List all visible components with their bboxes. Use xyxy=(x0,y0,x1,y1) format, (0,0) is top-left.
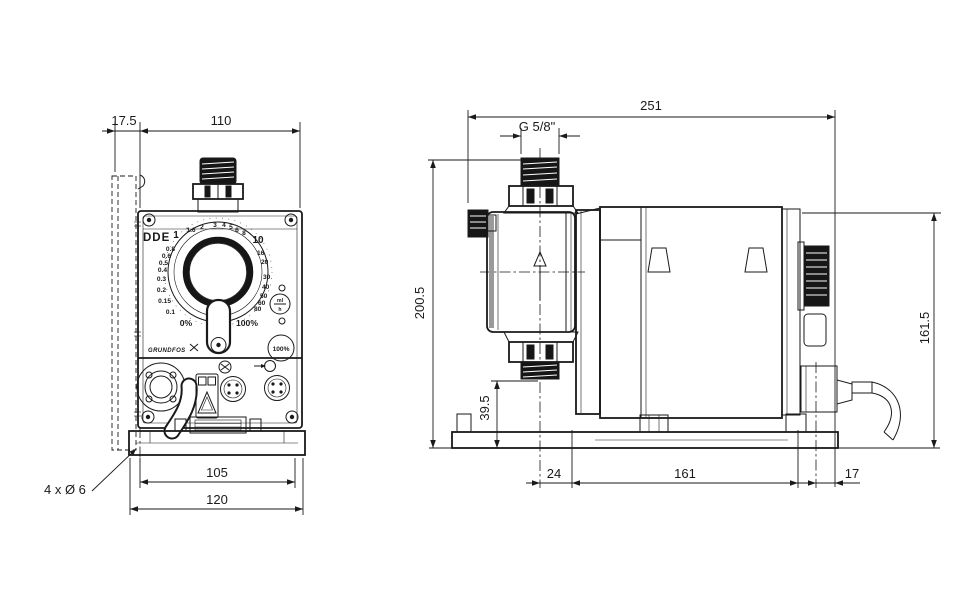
dim-1615: 161.5 xyxy=(802,212,941,448)
mounting-base-front xyxy=(128,427,306,462)
mains-cable-side xyxy=(871,381,901,441)
unit-numerator: ml xyxy=(277,298,284,304)
dial-tick: 1.6 xyxy=(186,227,195,234)
discharge-fitting-front xyxy=(192,157,244,213)
mains-connector xyxy=(136,362,186,412)
dim-2005: 200.5 xyxy=(412,159,521,448)
dim-mounting-holes: 4 x Ø 6 xyxy=(44,482,86,497)
dial-tick: 0.5 xyxy=(159,260,168,267)
dim-front-width: 110 xyxy=(211,113,232,128)
vent-grille xyxy=(174,416,262,434)
mounting-base-side xyxy=(429,413,940,449)
screw-terminal-icon xyxy=(218,360,232,374)
indicator-led xyxy=(278,284,286,292)
dial-tick: 3 xyxy=(213,222,217,229)
dial-tick: 2 xyxy=(200,224,204,231)
external-input-icon xyxy=(254,360,276,372)
dim-base-front: 24 xyxy=(547,466,561,481)
dosing-head xyxy=(467,157,579,380)
motor-housing xyxy=(575,206,801,419)
dial-tick: 5 xyxy=(229,224,233,231)
dial-tick: 0.15 xyxy=(158,298,171,305)
dim-251: 251 xyxy=(467,98,836,487)
bleed-valve[interactable] xyxy=(467,209,497,238)
indicator-led xyxy=(278,317,286,325)
logo-x-mark xyxy=(189,343,199,352)
dial-tick: 0.6 xyxy=(162,253,171,260)
flow-arrow-icon xyxy=(533,250,547,300)
dim-base-inner: 105 xyxy=(206,465,228,480)
dim-base-mid: 161 xyxy=(674,466,696,481)
dial-tick: 1 xyxy=(173,230,179,241)
bracket-clip xyxy=(137,174,146,190)
dim-total-height: 200.5 xyxy=(412,287,427,320)
dial-tick: 6 xyxy=(235,227,239,234)
side-view: 251 G 5/8" 200.5 xyxy=(412,98,941,488)
svg-text:GRUNDFOS: GRUNDFOS xyxy=(148,348,186,354)
dial-tick: 0.8 xyxy=(166,246,175,253)
dim-total-length: 251 xyxy=(640,98,662,113)
connection-area xyxy=(136,357,302,440)
unit-indicator: ml h xyxy=(269,293,291,315)
vent-slot xyxy=(647,247,671,273)
dial-tick: 10 xyxy=(252,235,264,246)
dial-tick: 80 xyxy=(254,306,262,313)
dial-tick: 20 xyxy=(261,259,269,266)
dial-tick: 0.3 xyxy=(157,276,166,283)
safety-label xyxy=(195,373,219,419)
dial-tick: 0.2 xyxy=(157,287,166,294)
front-top-dimensions: 17.5 110 xyxy=(102,113,301,208)
dial-tick: 16 xyxy=(257,250,265,257)
control-panel: DDE 1 1.6 2 3 4 5 6 8 10 0.8 0.6 0. xyxy=(136,210,303,440)
rear-clip xyxy=(803,313,827,347)
warning-triangle-icon xyxy=(197,390,217,414)
dim-g58: G 5/8" xyxy=(500,119,580,154)
prime-button[interactable]: 100% xyxy=(267,334,295,362)
front-view: 17.5 110 xyxy=(44,113,306,515)
dial-tick: 30 xyxy=(263,274,271,281)
dial-tick: 50 xyxy=(260,293,268,300)
side-bottom-dimensions: 24 161 17 xyxy=(526,430,860,488)
cable-gland xyxy=(800,365,873,413)
capacity-dial[interactable]: 1 1.6 2 3 4 5 6 8 10 0.8 0.6 0.5 0.4 0.3… xyxy=(157,217,273,355)
dial-max-label: 100% xyxy=(236,318,258,328)
dial-tick: 60 xyxy=(258,300,266,307)
prime-button-label: 100% xyxy=(273,346,290,353)
dim-suction-height: 39.5 xyxy=(477,395,492,420)
dial-knob[interactable] xyxy=(205,298,232,355)
dim-base-outer: 120 xyxy=(206,492,228,507)
dial-tick: 0.4 xyxy=(158,267,167,274)
dial-tick: 8 xyxy=(242,230,246,237)
signal-connector xyxy=(220,376,246,402)
panel-screws xyxy=(141,213,299,424)
dial-tick: 0.1 xyxy=(166,309,175,316)
power-cable xyxy=(165,379,196,438)
dial-tick: 40 xyxy=(262,284,270,291)
wall-bracket xyxy=(111,174,146,451)
grundfos-logo: GRUNDFOS xyxy=(148,343,199,354)
dim-connection-thread: G 5/8" xyxy=(519,119,556,134)
signal-connector xyxy=(264,375,290,401)
model-label: DDE xyxy=(143,232,170,244)
dim-housing-height: 161.5 xyxy=(917,312,932,345)
vent-slot xyxy=(744,247,768,273)
dial-min-label: 0% xyxy=(180,318,193,328)
dial-tick: 4 xyxy=(222,222,226,229)
front-bottom-dimensions: 105 120 4 x Ø 6 xyxy=(44,448,304,515)
dim-395: 39.5 xyxy=(477,380,538,448)
unit-denominator: h xyxy=(278,307,281,313)
adjustment-knob[interactable] xyxy=(797,241,830,347)
dim-depth-offset: 17.5 xyxy=(111,113,136,128)
dim-base-rear: 17 xyxy=(845,466,859,481)
